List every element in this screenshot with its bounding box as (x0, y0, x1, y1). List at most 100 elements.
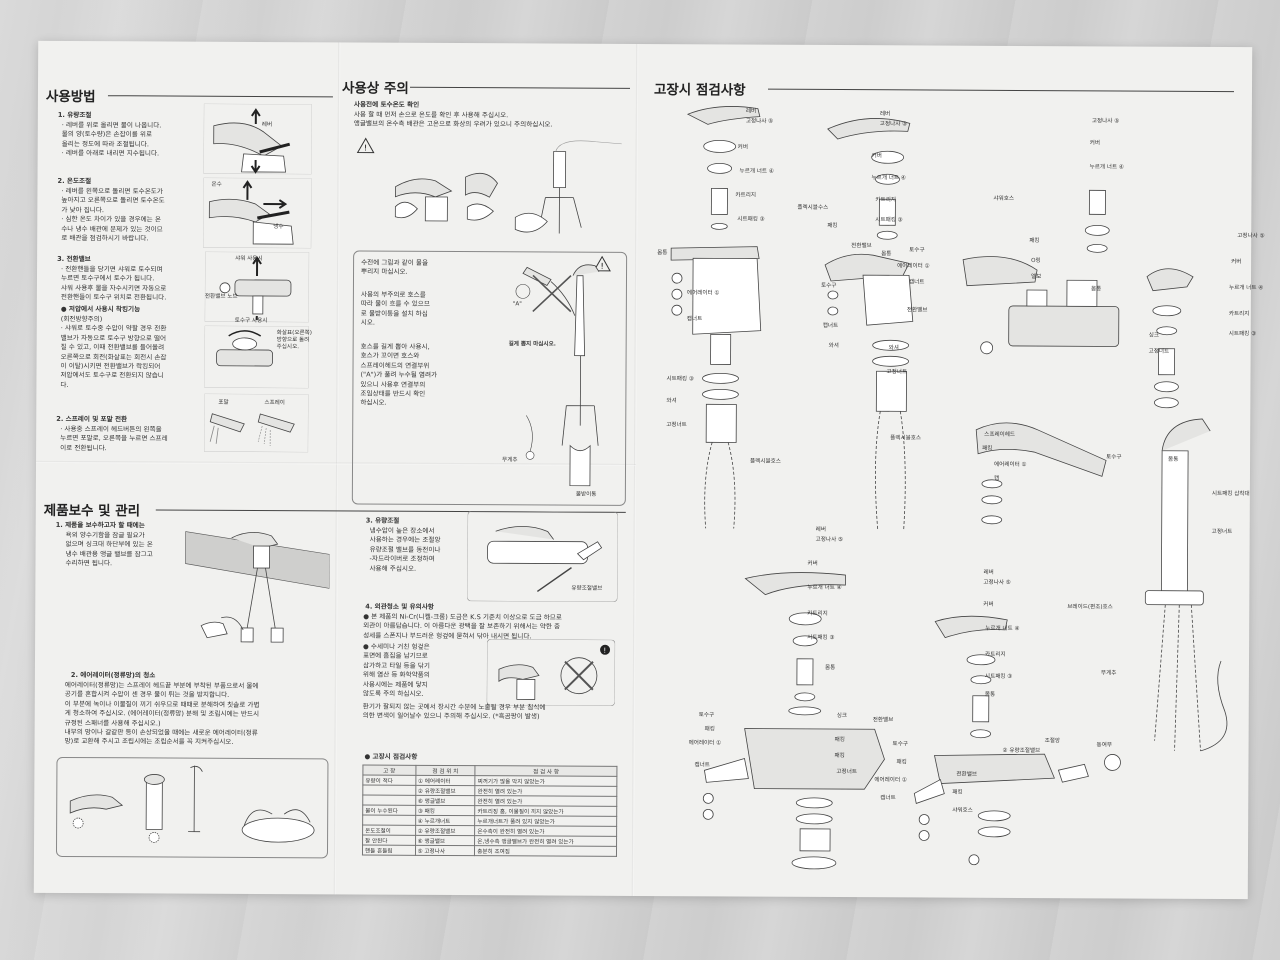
part-label: 고정너트 (1211, 528, 1233, 536)
step-title: 4. 외관청소 및 유의사항 (365, 602, 434, 611)
part-label: 시트패킹 ③ (666, 376, 694, 383)
svg-text:!: ! (364, 144, 367, 153)
part-label: 와셔 (888, 345, 899, 352)
table-cell: 온도조절이 (362, 825, 416, 836)
table-cell: 충분히 조여짐 (474, 845, 617, 857)
step-title: 3. 전환밸브 (57, 254, 91, 264)
figure-label: 유량조절밸브 (571, 585, 603, 592)
part-label: 고정나사 ⑤ (1237, 233, 1265, 240)
part-label: 카트리지 (985, 651, 1006, 658)
part-label: 시트패킹 삽착대 (1211, 490, 1250, 498)
step-title: 3. 유량조절 (365, 516, 400, 525)
step-title: 1. 유량조절 (57, 110, 92, 120)
part-label: 캡너트 (686, 316, 703, 323)
cleaning-caution-illustration: ! (486, 639, 616, 706)
step-title: 2. 스프레이 및 포말 전환 (56, 414, 128, 424)
step-body: ● 수세미나 거친 헝겊은 표면에 흠집을 남기므로 삼가하고 타일 등을 닦기… (362, 642, 430, 698)
part-label: ② 유량조절밸브 (1002, 747, 1041, 755)
part-label: 무게추 (1100, 670, 1117, 677)
part-label: 패킹 (834, 753, 845, 760)
section-title-usage: 사용방법 (45, 88, 96, 106)
part-label: 몸통 (824, 664, 836, 672)
table-cell: ⑥ 앵글밸브 (415, 795, 476, 806)
step-body: 환기가 잘되지 않는 곳에서 장시간 수분에 노출될 경우 부분 침식에 의한 … (362, 702, 546, 721)
angle-valve-illustration (185, 531, 330, 643)
figure-label-hot: 온수 (211, 181, 222, 188)
figure-label: 물받이통 (575, 491, 597, 498)
part-label: 고정나사 ⑤ (983, 579, 1011, 586)
table-cell: ⑤ 고정나사 (415, 845, 475, 856)
part-label: O링 (1031, 258, 1041, 265)
caution-text: 호스를 길게 뽑아 사용시, 호스가 꼬이면 호스와 스프레이헤드의 연결부위 … (360, 342, 438, 408)
part-label: 조절앙 (1044, 738, 1061, 745)
figure-label: 포말 (218, 399, 229, 406)
part-label: 스프레이헤드 (984, 431, 1016, 438)
part-label: 누르개 너트 ④ (739, 168, 774, 175)
part-label: 에어레이터 ① (686, 290, 720, 297)
table-header-cell: 점 검 위 치 (415, 765, 476, 776)
fold-line (631, 43, 639, 896)
table-cell: 물이 누수된다 (362, 805, 416, 816)
step-body: · 레버를 위로 올리면 물이 나옵니다. 물의 양(토수량)은 손잡이를 위로… (61, 120, 162, 158)
caution-body: 사용 할 때 먼저 손으로 온도를 확인 후 사용해 주십시오. 앵글밸브의 온… (353, 110, 553, 129)
part-label: 카트리지 (735, 192, 757, 199)
part-label: 고정나사 ⑤ (745, 118, 774, 125)
part-label: 커버 (737, 144, 749, 151)
part-label: 플렉시블호스 (890, 435, 922, 442)
table-cell (362, 815, 416, 826)
step-title: 1. 제품을 보수하고자 할 때에는 (55, 520, 145, 530)
part-label: 시트패킹 ③ (737, 216, 765, 223)
figure-label: 무게추 (502, 457, 518, 464)
part-label: 시트패킹 ③ (1228, 331, 1257, 338)
part-label: 캡너트 (880, 795, 896, 802)
part-label: 엘보 (1031, 274, 1042, 281)
table-cell: ② 유량조절밸브 (415, 785, 476, 796)
part-label: 전환밸브 (906, 307, 928, 314)
step-title: 2. 에어레이터(정류망)의 청소 (70, 671, 156, 680)
part-label: 패킹 (952, 789, 963, 796)
figure-label: 레버 (261, 121, 273, 129)
part-label: 에어레이터 ① (688, 740, 722, 747)
part-label: 에어레이터 ① (897, 263, 930, 270)
table-cell: 유량이 적다 (362, 775, 416, 786)
part-label: 몸통 (1168, 456, 1179, 463)
title-rule (107, 95, 333, 98)
table-cell (362, 795, 416, 806)
part-label: 패킹 (1029, 238, 1040, 245)
part-label: 샤워호스 (993, 195, 1015, 202)
part-label: 몸통 (1090, 286, 1102, 293)
part-label: 시트패킹 ③ (984, 673, 1013, 680)
table-cell: 핸들 흔들림 (362, 845, 416, 856)
part-label: 패킹 (827, 222, 838, 230)
exploded-parts-diagrams (670, 106, 1228, 870)
table-cell (362, 785, 416, 796)
switch-valve-illustration (204, 251, 310, 323)
step-body: · 전환핸들을 당기면 샤워로 토수되며 누르면 토수구에서 토수가 됩니다. … (60, 264, 167, 302)
part-label: 레버 (879, 111, 891, 118)
figure-label: 길게 뽑지 마십시오. (508, 341, 556, 348)
title-rule (767, 88, 1234, 93)
section-title-maintenance: 제품보수 및 관리 (43, 502, 141, 520)
part-label: 고정나사 ⑤ (1091, 118, 1120, 125)
temperature-check-illustration: ! (356, 137, 622, 234)
svg-text:!: ! (600, 262, 603, 271)
part-label: 고정나사 ⑤ (879, 121, 908, 128)
table-cell: 잘 안된다 (362, 835, 416, 846)
title-rule (409, 86, 631, 89)
part-label: 몸통 (881, 251, 892, 258)
step-body: 에어레이터(정류망)는 스프레이 헤드끝 부분에 부착된 부품으로서 물에 공기… (64, 680, 260, 747)
table-title: ● 고장시 점검사항 (364, 752, 418, 761)
part-label: 카트리지 (807, 610, 828, 617)
part-label: 레버 (745, 108, 757, 115)
part-label: 고정너트 (886, 369, 908, 376)
part-label: 동여부 (1096, 742, 1113, 749)
caution-text: 사용의 부주의로 호스를 따라 물이 흐를 수 있으므 로 물받이통을 설치 하… (360, 290, 430, 327)
part-label: 싱크 (1148, 332, 1160, 339)
manual-sheet: 사용방법 1. 유량조절 · 레버를 위로 올리면 물이 나옵니다. 물의 양(… (33, 40, 1265, 900)
section-title-caution: 사용상 주의 (341, 80, 409, 97)
part-label: 와셔 (828, 342, 839, 350)
part-label: 토수구 (1106, 454, 1122, 461)
figure-label: "A" (512, 301, 522, 308)
part-label: 토수구 (698, 712, 715, 719)
